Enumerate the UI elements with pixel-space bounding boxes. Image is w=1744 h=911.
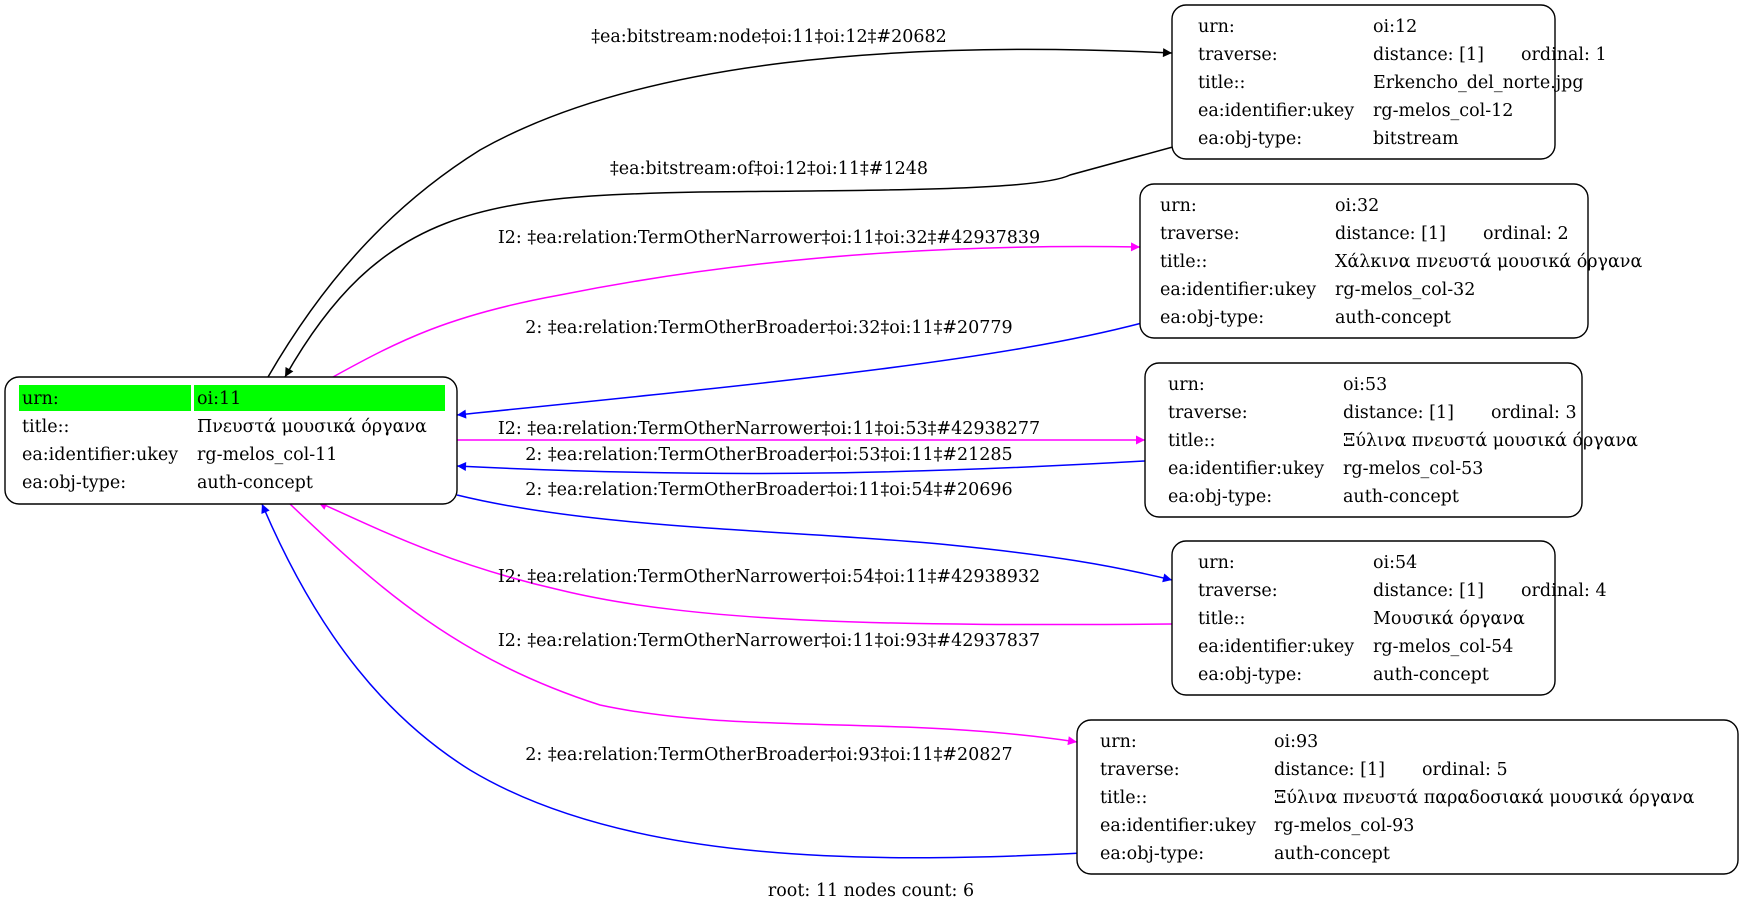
row-key: urn: — [1198, 553, 1235, 573]
row-value: auth-concept — [1274, 844, 1390, 864]
edge-labels: ‡ea:bitstream:node‡oi:11‡oi:12‡#20682 ‡e… — [498, 27, 1040, 765]
row-key: urn: — [1168, 375, 1205, 395]
row-value: oi:93 — [1274, 732, 1318, 752]
row-value: Πνευστά μουσικά όργανα — [197, 417, 427, 437]
row-key: urn: — [1100, 732, 1137, 752]
row-value: rg-melos_col-12 — [1373, 101, 1513, 121]
row-value: rg-melos_col-54 — [1373, 637, 1513, 657]
edges — [261, 48, 1181, 859]
row-key: ea:obj-type: — [1168, 487, 1272, 507]
row-key: ea:obj-type: — [1198, 665, 1302, 685]
edge-oi53-to-oi11[interactable] — [456, 460, 1146, 475]
row-value: distance: [1] — [1274, 760, 1385, 780]
edge-label: I2: ‡ea:relation:TermOtherNarrower‡oi:54… — [498, 567, 1040, 587]
edge-label: ‡ea:bitstream:of‡oi:12‡oi:11‡#1248 — [610, 159, 928, 179]
row-key: title:: — [1168, 431, 1215, 451]
row-value: auth-concept — [1373, 665, 1489, 685]
row-value: Ξύλινα πνευστά παραδοσιακά μουσικά όργαν… — [1274, 788, 1695, 808]
row-key: ea:identifier:ukey — [1198, 101, 1354, 121]
row-ordinal: ordinal: 2 — [1483, 224, 1569, 244]
edge-oi11-to-oi93[interactable] — [289, 503, 1078, 746]
row-value: rg-melos_col-11 — [197, 445, 337, 465]
row-ordinal: ordinal: 3 — [1491, 403, 1577, 423]
row-value: Μουσικά όργανα — [1373, 609, 1525, 629]
row-key: traverse: — [1198, 45, 1278, 65]
row-key: urn: — [1198, 17, 1235, 37]
row-value: distance: [1] — [1335, 224, 1446, 244]
row-key: title:: — [1198, 73, 1245, 93]
row-key: traverse: — [1100, 760, 1180, 780]
row-ordinal: ordinal: 4 — [1521, 581, 1607, 601]
graph-footer: root: 11 nodes count: 6 — [768, 881, 974, 901]
node-oi-93[interactable]: urn: oi:93 traverse: distance: [1] ordinal: … — [1076, 719, 1739, 875]
edge-oi12-to-oi11[interactable] — [284, 144, 1181, 378]
row-ordinal: ordinal: 1 — [1521, 45, 1607, 65]
edge-oi11-to-oi12[interactable] — [267, 48, 1173, 378]
row-key: ea:obj-type: — [1160, 308, 1264, 328]
row-key: title:: — [1100, 788, 1147, 808]
row-value: oi:53 — [1343, 375, 1387, 395]
row-key: traverse: — [1198, 581, 1278, 601]
row-key: title:: — [1160, 252, 1207, 272]
row-key: urn: — [1160, 196, 1197, 216]
edge-label: I2: ‡ea:relation:TermOtherNarrower‡oi:11… — [498, 228, 1040, 248]
edge-label: ‡ea:bitstream:node‡oi:11‡oi:12‡#20682 — [591, 27, 946, 47]
row-key: traverse: — [1160, 224, 1240, 244]
edge-label: 2: ‡ea:relation:TermOtherBroader‡oi:32‡o… — [525, 318, 1012, 338]
edge-label: I2: ‡ea:relation:TermOtherNarrower‡oi:11… — [498, 631, 1040, 651]
edge-label: 2: ‡ea:relation:TermOtherBroader‡oi:11‡o… — [525, 480, 1012, 500]
row-key: title:: — [1198, 609, 1245, 629]
row-value: bitstream — [1373, 129, 1459, 149]
row-key: ea:identifier:ukey — [1168, 459, 1324, 479]
row-key: urn: — [22, 389, 59, 409]
row-key: ea:obj-type: — [1198, 129, 1302, 149]
row-key: traverse: — [1168, 403, 1248, 423]
row-key: ea:identifier:ukey — [22, 445, 178, 465]
edge-label: 2: ‡ea:relation:TermOtherBroader‡oi:93‡o… — [525, 745, 1012, 765]
row-key: title:: — [22, 417, 69, 437]
edge-oi54-to-oi11[interactable] — [317, 501, 1173, 626]
row-value: rg-melos_col-93 — [1274, 816, 1414, 836]
row-value: distance: [1] — [1373, 581, 1484, 601]
row-value: distance: [1] — [1373, 45, 1484, 65]
row-value: Χάλκινα πνευστά μουσικά όργανα — [1335, 252, 1642, 272]
row-value: oi:54 — [1373, 553, 1417, 573]
child-nodes: urn: oi:12 traverse: distance: [1] ordinal: … — [1076, 4, 1739, 875]
row-key: ea:identifier:ukey — [1198, 637, 1354, 657]
row-ordinal: ordinal: 5 — [1422, 760, 1508, 780]
node-oi-32[interactable]: urn: oi:32 traverse: distance: [1] ordinal: … — [1139, 183, 1642, 339]
node-root-oi-11[interactable]: urn: oi:11 title:: Πνευστά μουσικά όργαν… — [4, 376, 458, 505]
row-value: Ξύλινα πνευστά μουσικά όργανα — [1343, 431, 1638, 451]
row-key: ea:identifier:ukey — [1160, 280, 1316, 300]
row-value: oi:12 — [1373, 17, 1417, 37]
row-value: auth-concept — [1335, 308, 1451, 328]
row-value: distance: [1] — [1343, 403, 1454, 423]
edge-label: I2: ‡ea:relation:TermOtherNarrower‡oi:11… — [498, 419, 1040, 439]
row-value: rg-melos_col-32 — [1335, 280, 1475, 300]
root-urn-key-highlight — [19, 385, 191, 411]
edge-oi32-to-oi11[interactable] — [456, 322, 1143, 419]
edge-label: 2: ‡ea:relation:TermOtherBroader‡oi:53‡o… — [525, 445, 1012, 465]
edge-oi11-to-oi54[interactable] — [456, 494, 1173, 583]
row-value: oi:11 — [197, 389, 241, 409]
edge-oi11-to-oi32[interactable] — [332, 242, 1141, 378]
row-key: ea:obj-type: — [1100, 844, 1204, 864]
node-oi-12[interactable]: urn: oi:12 traverse: distance: [1] ordinal: … — [1171, 4, 1607, 160]
row-key: ea:identifier:ukey — [1100, 816, 1256, 836]
node-oi-54[interactable]: urn: oi:54 traverse: distance: [1] ordinal: … — [1171, 540, 1607, 696]
root-urn-value-highlight — [194, 385, 445, 411]
row-value: Erkencho_del_norte.jpg — [1373, 73, 1584, 93]
edge-oi93-to-oi11[interactable] — [261, 503, 1083, 859]
row-value: auth-concept — [197, 473, 313, 493]
row-value: rg-melos_col-53 — [1343, 459, 1483, 479]
row-value: auth-concept — [1343, 487, 1459, 507]
row-value: oi:32 — [1335, 196, 1379, 216]
row-key: ea:obj-type: — [22, 473, 126, 493]
node-oi-53[interactable]: urn: oi:53 traverse: distance: [1] ordinal: … — [1144, 362, 1638, 518]
